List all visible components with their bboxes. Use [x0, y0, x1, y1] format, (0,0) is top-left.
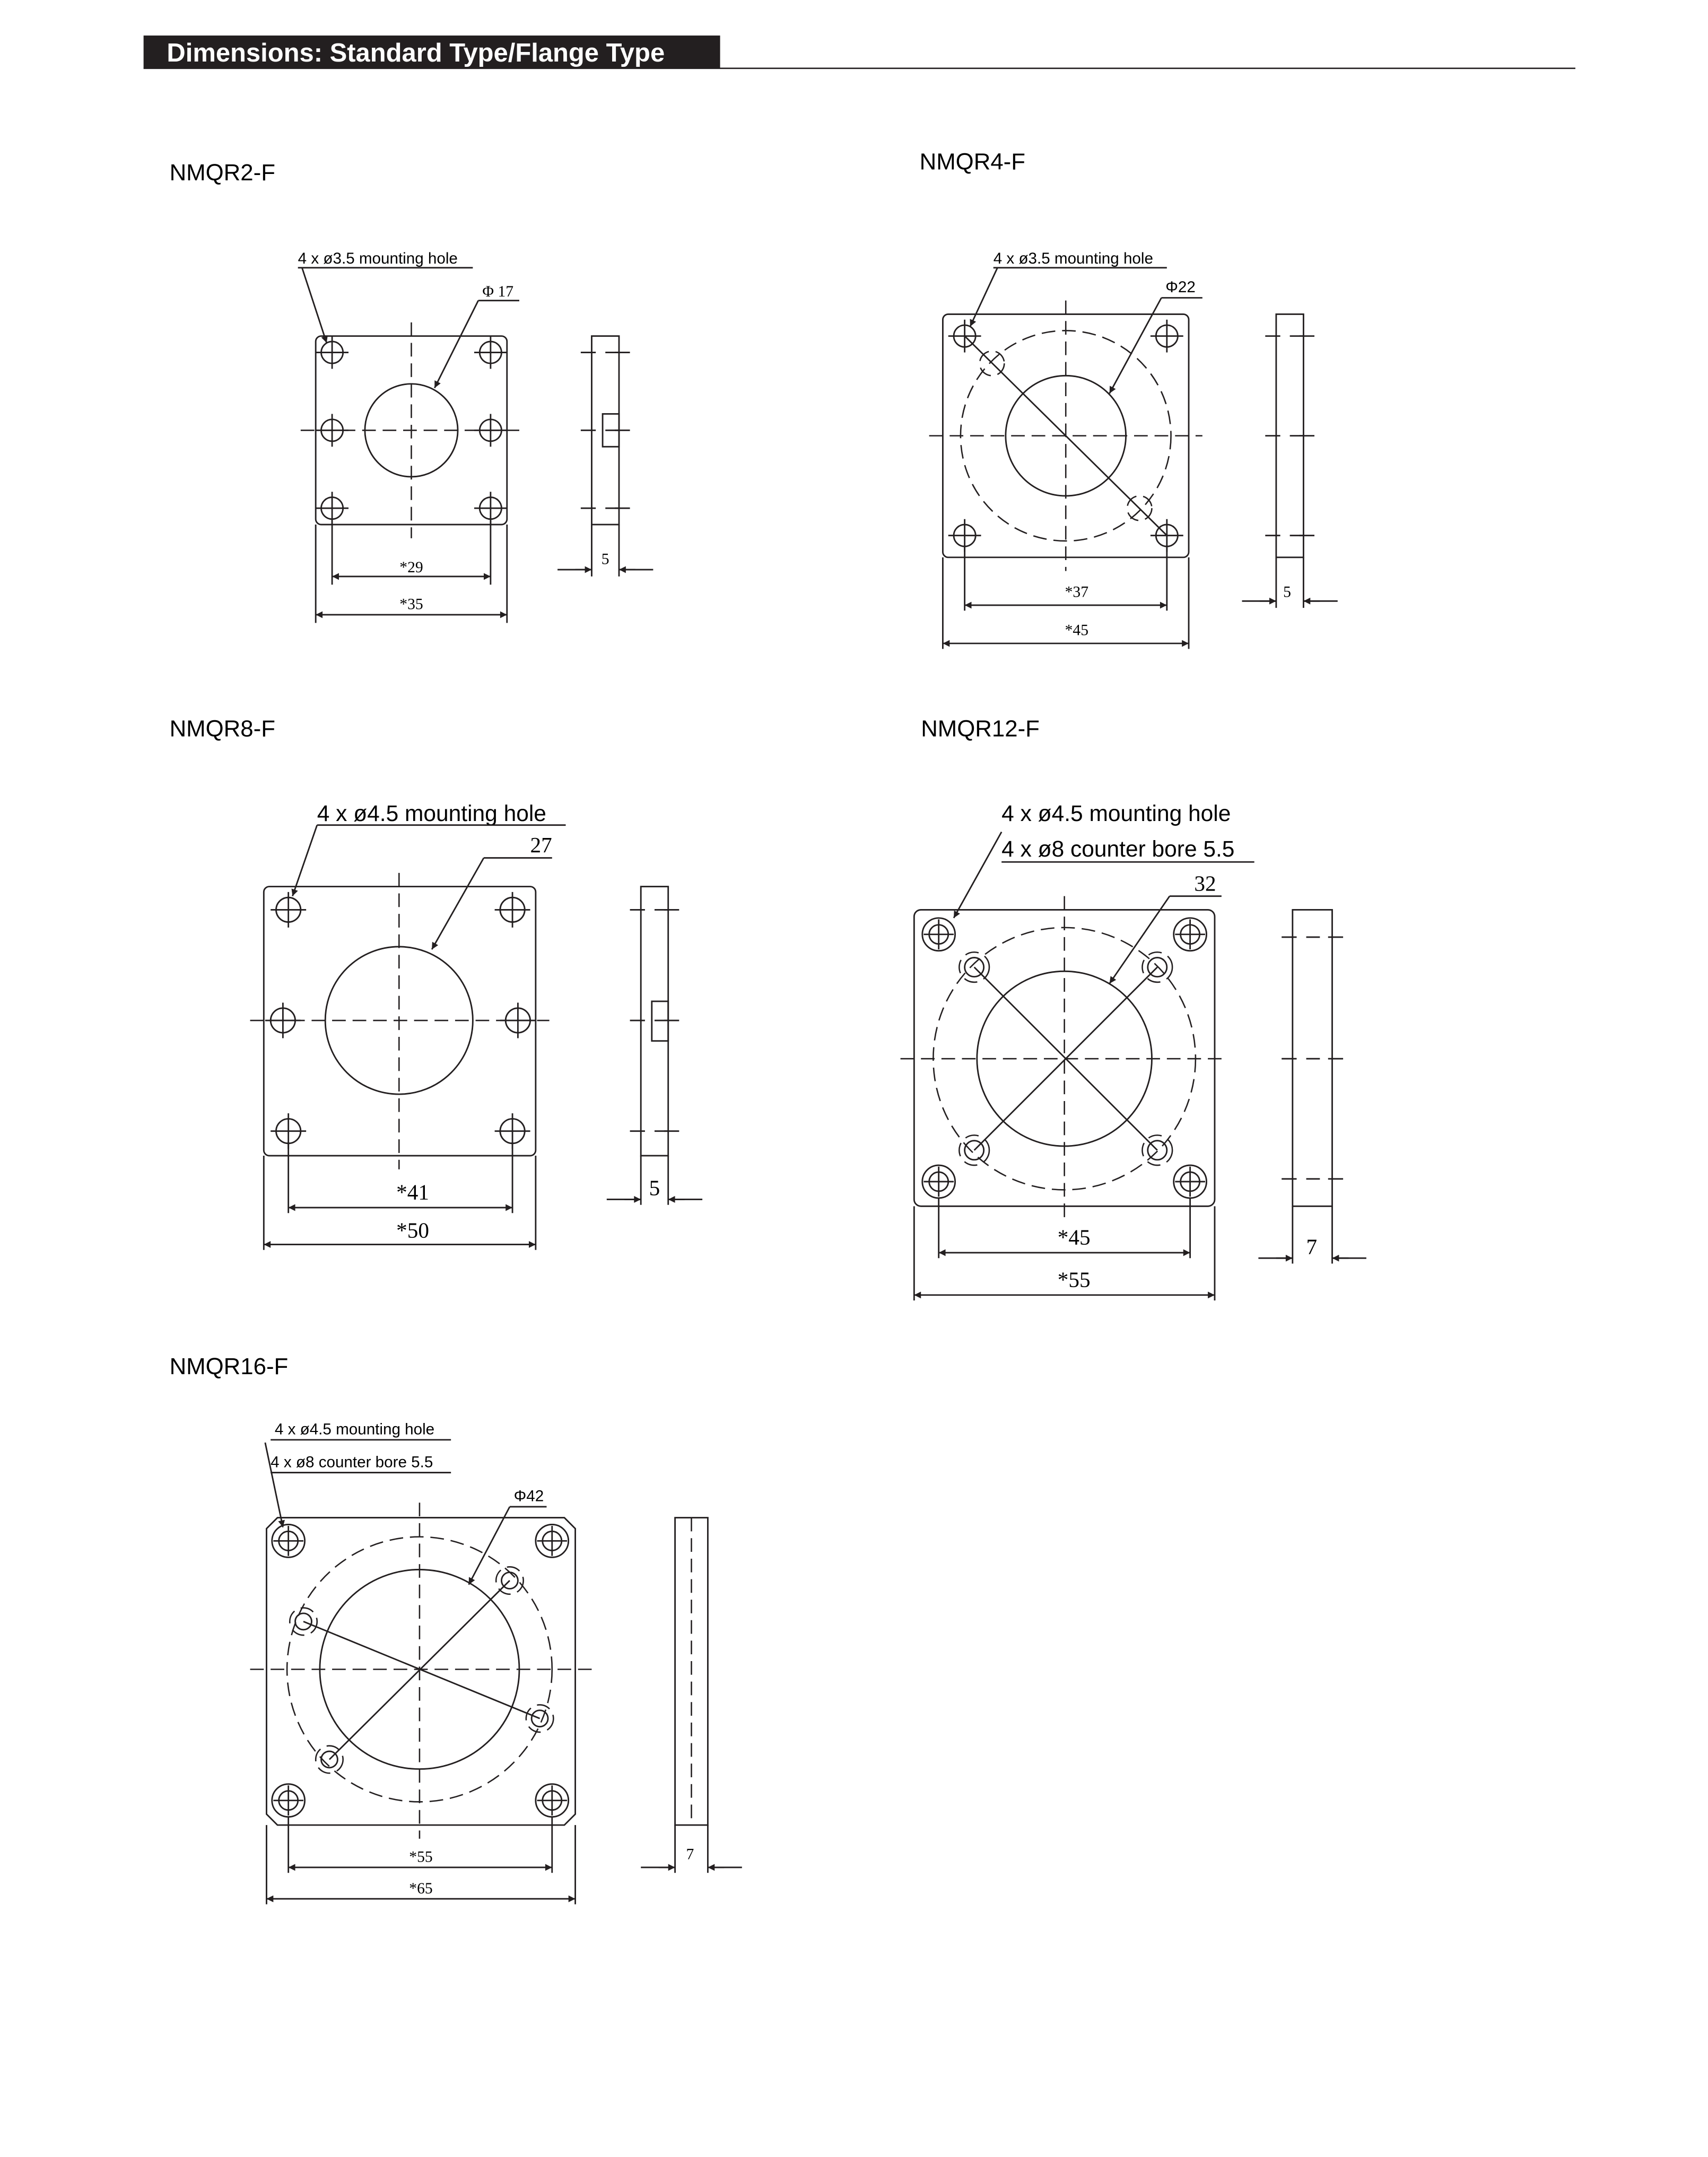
inner-dim: *41	[396, 1180, 429, 1204]
outer-dim: *65	[409, 1880, 432, 1897]
inner-dim: *37	[1065, 584, 1088, 601]
model-title-nmqr12: NMQR12-F	[921, 715, 1040, 741]
diagonal-centerline	[303, 1621, 541, 1719]
leader-arrow	[969, 267, 998, 327]
counterbore	[535, 1524, 570, 1558]
leader-arrow	[431, 857, 485, 950]
counterbore-label: 4 x ø8 counter bore 5.5	[1001, 837, 1234, 862]
thickness-dim: 5	[602, 551, 609, 568]
leader-arrow	[264, 1442, 285, 1527]
inner-hole	[1147, 1140, 1168, 1161]
thickness-dim: 5	[649, 1176, 660, 1200]
inner-hole-counterbore	[495, 1566, 524, 1595]
inner-hole-counterbore	[958, 1134, 990, 1166]
leader-arrow	[433, 300, 479, 389]
model-title-nmqr16: NMQR16-F	[170, 1353, 289, 1379]
inner-hole	[530, 1709, 549, 1728]
counterbore-hole	[979, 350, 1005, 377]
bore-label: Φ42	[514, 1488, 544, 1505]
leader-arrow	[953, 831, 1003, 919]
counterbore-hole	[1126, 495, 1153, 521]
inner-hole-counterbore	[1141, 951, 1173, 983]
model-title-nmqr2: NMQR2-F	[170, 160, 275, 186]
bore-label: Φ22	[1165, 278, 1196, 296]
hole-label: 4 x ø4.5 mounting hole	[1001, 801, 1231, 826]
counterbore	[1173, 917, 1207, 952]
header-title: Dimensions: Standard Type/Flange Type	[167, 39, 665, 67]
side-step	[651, 1000, 669, 1042]
inner-hole-counterbore	[1141, 1134, 1173, 1166]
section-header: Dimensions: Standard Type/Flange Type	[143, 35, 1575, 69]
diagonal-centerline	[328, 1580, 510, 1760]
leader-arrow	[1109, 297, 1162, 394]
diagonal-centerline	[973, 966, 1158, 1151]
hole-label: 4 x ø4.5 mounting hole	[317, 801, 546, 826]
outer-dim: *35	[399, 596, 423, 613]
outer-dim: *55	[1058, 1267, 1091, 1291]
outer-dim: *45	[1065, 622, 1088, 639]
inner-hole-counterbore	[525, 1704, 554, 1733]
outer-dim: *50	[396, 1218, 429, 1243]
hole-label: 4 x ø4.5 mounting hole	[275, 1420, 434, 1438]
inner-hole-counterbore	[289, 1607, 318, 1636]
hole-label: 4 x ø3.5 mounting hole	[994, 250, 1153, 267]
header-bar	[143, 35, 720, 68]
inner-hole	[964, 957, 985, 978]
inner-dim: *29	[399, 559, 423, 576]
inner-hole	[1147, 957, 1168, 978]
bore-label: Φ 17	[482, 283, 513, 300]
thickness-dim: 7	[686, 1846, 694, 1863]
leader-arrow	[468, 1506, 511, 1585]
counterbore	[921, 917, 956, 952]
drawing-geometry	[250, 267, 1366, 1905]
inner-dim: *45	[1058, 1225, 1091, 1249]
bore-label: 32	[1194, 871, 1216, 895]
thickness-dim: 5	[1283, 584, 1291, 601]
leader-arrow	[1109, 895, 1171, 984]
inner-hole	[964, 1140, 985, 1161]
leader-arrow	[301, 267, 328, 343]
inner-dim: *55	[409, 1849, 432, 1866]
bore-label: 27	[530, 833, 552, 857]
inner-hole	[294, 1612, 312, 1631]
counterbore-label: 4 x ø8 counter bore 5.5	[271, 1453, 433, 1471]
model-title-nmqr8: NMQR8-F	[170, 715, 275, 741]
leader-arrow	[291, 825, 318, 897]
flange-plate	[266, 1517, 576, 1826]
model-title-nmqr4: NMQR4-F	[920, 149, 1025, 174]
hole-label: 4 x ø3.5 mounting hole	[298, 250, 458, 267]
inner-hole-counterbore	[958, 951, 990, 983]
counterbore	[271, 1524, 306, 1558]
side-step	[602, 413, 620, 448]
diagonal-centerline	[964, 335, 1167, 536]
thickness-dim: 7	[1306, 1234, 1318, 1259]
inner-hole-counterbore	[315, 1745, 344, 1774]
inner-hole	[320, 1750, 338, 1769]
